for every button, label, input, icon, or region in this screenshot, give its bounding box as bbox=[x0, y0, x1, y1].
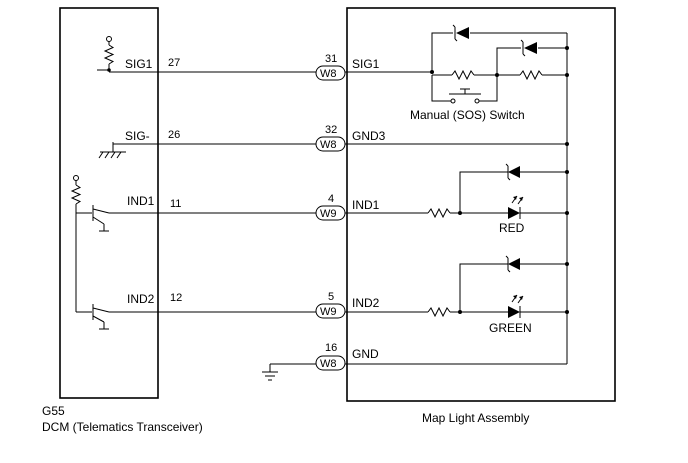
resistor-icon bbox=[427, 306, 451, 318]
sos-switch-icon bbox=[431, 75, 498, 104]
dcm-code: G55 bbox=[42, 404, 65, 418]
gnd-ground-icon bbox=[262, 364, 278, 381]
connector-31-id: W8 bbox=[320, 68, 337, 80]
dcm-ind2-pin: 12 bbox=[170, 292, 182, 304]
connector-31: 31 W8 bbox=[315, 53, 346, 81]
connector-4-pin: 4 bbox=[328, 193, 334, 205]
ml-gnd-label: GND bbox=[352, 347, 379, 361]
ml-gnd3-label: GND3 bbox=[352, 129, 386, 143]
zener-diode-icon bbox=[496, 39, 567, 75]
ml-ind2-label: IND2 bbox=[352, 296, 380, 310]
dcm-sig1-pin: 27 bbox=[168, 57, 180, 69]
connector-16-pin: 16 bbox=[325, 342, 337, 354]
ml-sig1-label: SIG1 bbox=[352, 57, 380, 71]
zener-diode-icon bbox=[431, 24, 567, 72]
dcm-ind1-pin: 11 bbox=[170, 198, 181, 210]
dcm-box bbox=[59, 7, 159, 399]
dcm-ind-pullup bbox=[70, 175, 92, 313]
resistor-icon bbox=[451, 69, 475, 81]
zener-diode-icon bbox=[505, 255, 567, 273]
connector-5-id: W9 bbox=[320, 306, 337, 318]
ml-ind1-label: IND1 bbox=[352, 198, 380, 212]
dcm-ind2-label: IND2 bbox=[127, 292, 155, 306]
connector-16-id: W8 bbox=[320, 358, 337, 370]
map-light-name: Map Light Assembly bbox=[422, 411, 529, 425]
dcm-name: DCM (Telematics Transceiver) bbox=[42, 420, 203, 434]
sos-switch-label: Manual (SOS) Switch bbox=[410, 108, 525, 122]
connector-32-id: W8 bbox=[320, 139, 337, 151]
resistor-icon bbox=[519, 69, 543, 81]
zener-diode-icon bbox=[505, 163, 567, 181]
connector-4: 4 W9 bbox=[315, 193, 346, 221]
dcm-ind2-transistor bbox=[92, 304, 110, 330]
connector-5: 5 W9 bbox=[315, 291, 346, 319]
connector-32: 32 W8 bbox=[315, 124, 346, 152]
connector-4-id: W9 bbox=[320, 208, 337, 220]
resistor-icon bbox=[427, 207, 451, 219]
map-light-box bbox=[346, 7, 616, 402]
dcm-sig1-label: SIG1 bbox=[125, 57, 153, 71]
dcm-sigminus-pin: 26 bbox=[168, 129, 180, 141]
connector-31-pin: 31 bbox=[325, 53, 337, 65]
connector-16: 16 W8 bbox=[315, 342, 346, 371]
dcm-sigminus-label: SIG- bbox=[125, 129, 150, 143]
led-green-icon bbox=[508, 294, 567, 318]
dcm-ind1-transistor bbox=[92, 205, 110, 232]
dcm-ind1-label: IND1 bbox=[127, 194, 155, 208]
led-green-label: GREEN bbox=[489, 321, 532, 335]
led-red-icon bbox=[508, 195, 567, 219]
connector-5-pin: 5 bbox=[328, 291, 334, 303]
dcm-sig1-pullup bbox=[97, 36, 115, 72]
connector-32-pin: 32 bbox=[325, 124, 337, 136]
led-red-label: RED bbox=[499, 221, 525, 235]
